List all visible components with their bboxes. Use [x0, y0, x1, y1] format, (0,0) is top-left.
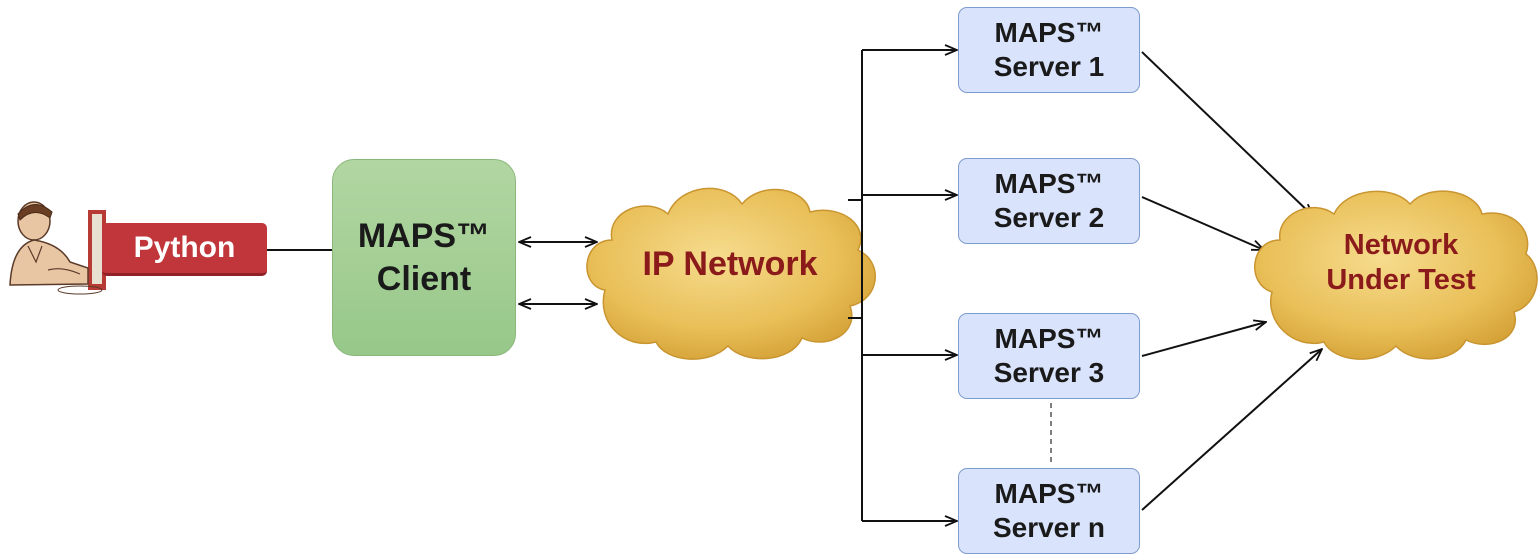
server-1-title: MAPS™: [994, 16, 1104, 48]
python-label: Python: [133, 231, 236, 264]
server-box-2: MAPS™ Server 2: [958, 158, 1140, 244]
client-title: MAPS™: [357, 217, 491, 255]
server-box-n: MAPS™ Server n: [958, 468, 1140, 554]
user-at-computer-icon: [9, 201, 106, 295]
server-2-title: MAPS™: [994, 167, 1104, 199]
python-tag: Python: [102, 223, 267, 276]
network-under-test-cloud: [1254, 190, 1538, 360]
server-3-to-nut-arrow: [1141, 322, 1266, 357]
network-under-test-label: Network Under Test: [1296, 228, 1506, 299]
ip-network-label: IP Network: [642, 245, 818, 283]
server-3-title: MAPS™: [994, 322, 1104, 354]
server-2-name: Server 2: [993, 202, 1105, 233]
server-2-to-nut-arrow: [1141, 196, 1264, 250]
server-n-title: MAPS™: [994, 477, 1104, 509]
server-n-to-nut-arrow: [1141, 349, 1322, 511]
ip-network-cloud: [586, 187, 876, 360]
server-box-3: MAPS™ Server 3: [958, 313, 1140, 399]
network-under-test-line2: Under Test: [1326, 264, 1476, 297]
server-1-to-nut-arrow: [1141, 51, 1313, 216]
network-under-test-line1: Network: [1343, 229, 1459, 261]
client-subtitle: Client: [376, 259, 472, 298]
server-1-name: Server 1: [993, 51, 1105, 82]
server-3-name: Server 3: [993, 357, 1105, 388]
server-box-1: MAPS™ Server 1: [958, 7, 1140, 93]
maps-client-box: MAPS™ Client: [332, 159, 516, 356]
server-n-name: Server n: [992, 512, 1106, 543]
